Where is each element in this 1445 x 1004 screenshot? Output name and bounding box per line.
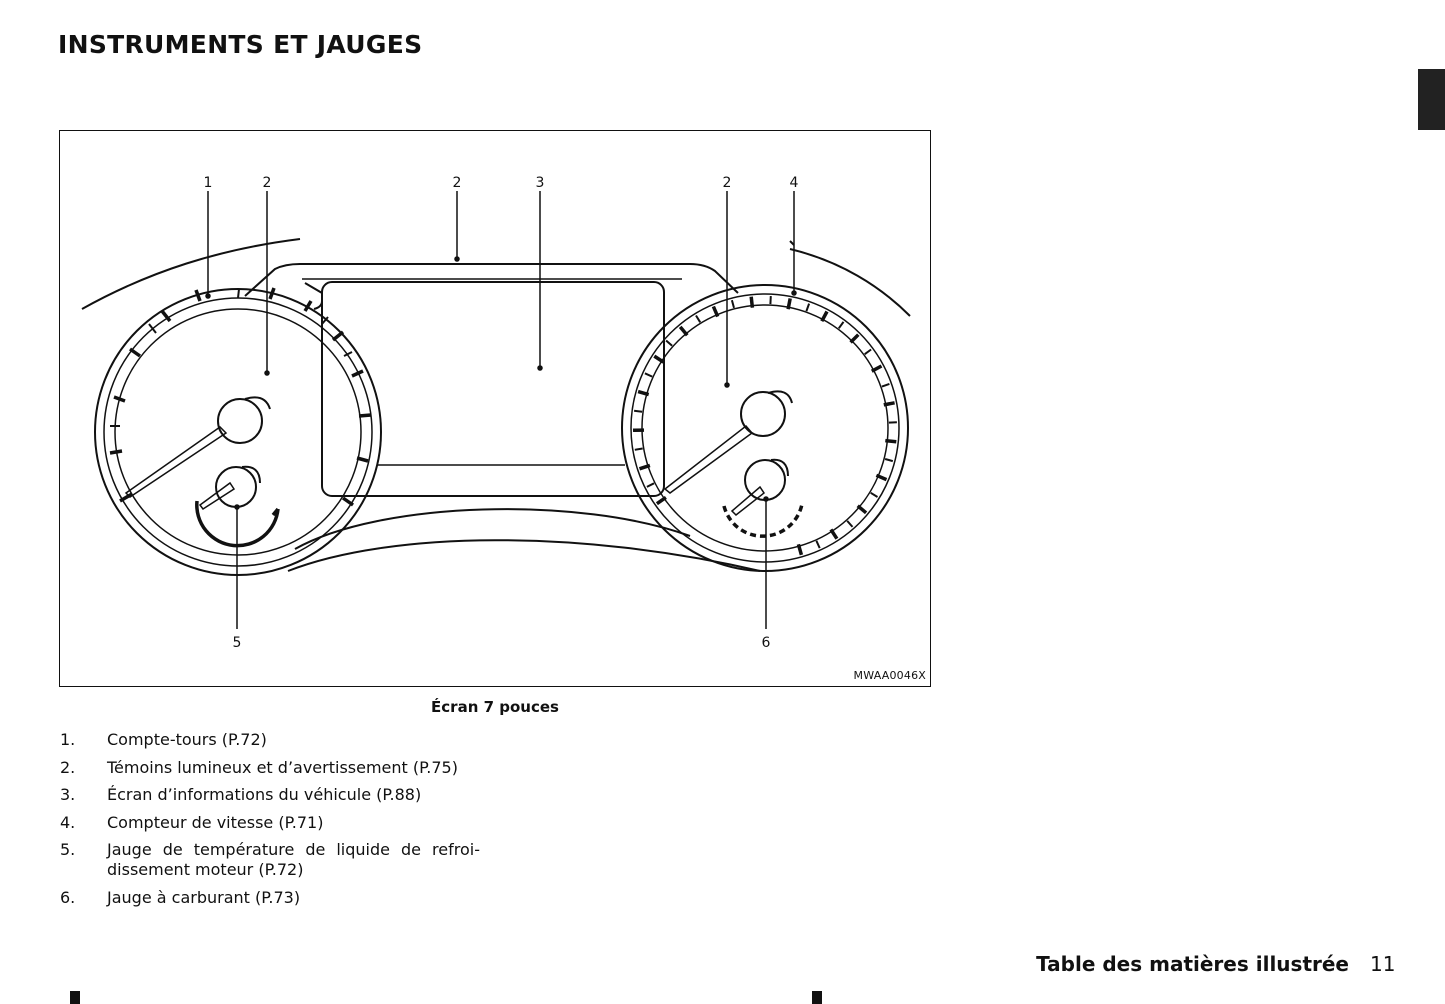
speedometer-tick [883,401,895,407]
legend-list: 1. Compte-tours (P.72) 2. Témoins lumineux… [60,730,480,915]
legend-item: 1. Compte-tours (P.72) [60,730,480,750]
tachometer-gauge [94,287,382,576]
speedometer-tick [884,458,894,463]
callout-2c: 2 [723,175,732,191]
speedometer-tick [849,333,860,344]
legend-text: Jauge à carburant (P.73) [107,887,301,907]
legend-number: 1. [60,730,76,749]
legend-text: Jauge de température de liquide de refro… [107,840,480,879]
crop-mark [70,991,80,1004]
legend-number: 3. [60,785,76,804]
speedometer-tick [786,298,792,310]
speedometer-tick [837,321,845,329]
figure-caption: Écran 7 pouces [431,698,559,716]
callout-3: 3 [536,175,545,191]
footer-section-title: Table des matières illustrée [1036,952,1349,976]
speedometer-tick [805,303,811,312]
legend-item: 3. Écran d’informations du véhicule (P.88… [60,785,480,805]
speedometer-tick [881,382,890,388]
speedometer-tick [856,504,868,515]
legend-item: 5. Jauge de température de liquide de ref… [60,840,480,880]
callout-6: 6 [762,635,771,651]
instrument-cluster-illustration: 1 2 2 3 2 4 5 6 [81,175,911,651]
speedometer-tick [665,339,673,347]
speedometer-tick [646,482,655,488]
legend-number: 2. [60,757,76,777]
speedometer-tick [864,348,872,356]
speedometer-tick [633,409,643,413]
speedometer-tick [638,463,651,471]
instrument-cluster-figure: 1 2 2 3 2 4 5 6 MWAA0046X [59,130,931,687]
speedometer-tick [637,389,650,397]
speedometer-gauge [621,284,909,572]
legend-text: Compteur de vitesse (P.71) [107,812,324,832]
speedometer-tick [653,354,665,364]
speedometer-tick [796,543,804,556]
speedometer-tick [846,520,854,528]
speedometer-tick [870,364,883,373]
speedometer-tick [678,325,689,337]
speedometer-tick [875,473,888,482]
speedometer-tick [749,296,755,308]
speedometer-tick [885,438,897,444]
legend-number: 5. [60,840,76,859]
speedometer-tick [730,299,735,309]
legend-number: 4. [60,812,76,832]
legend-text: Compte-tours (P.72) [107,730,267,749]
speedometer-tick [634,447,643,451]
page-number: 11 [1370,952,1396,976]
speedometer-tick [815,540,821,549]
callout-1: 1 [204,175,213,191]
speedometer-tick [644,372,653,378]
speedometer-tick [655,495,667,506]
legend-item: 4. Compteur de vitesse (P.71) [60,813,480,833]
legend-number: 6. [60,887,76,907]
speedometer-tick [829,528,839,540]
speedometer-tick [711,305,720,318]
page-title: INSTRUMENTS ET JAUGES [58,30,423,59]
legend-item: 2. Témoins lumineux et d’avertissement (P… [60,758,480,778]
callout-5: 5 [233,635,242,651]
crop-mark [812,991,822,1004]
speedometer-tick [870,491,879,498]
legend-text: Témoins lumineux et d’avertissement (P.7… [107,757,458,777]
callout-2b: 2 [453,175,462,191]
callout-2a: 2 [263,175,272,191]
callout-4: 4 [790,175,799,191]
speedometer-tick [695,314,702,323]
speedometer-tick [820,310,829,323]
legend-item: 6. Jauge à carburant (P.73) [60,888,480,908]
figure-code: MWAA0046X [853,669,926,682]
section-tab-marker [1418,69,1445,130]
legend-text: Écran d’informations du véhicule (P.88) [107,785,422,804]
